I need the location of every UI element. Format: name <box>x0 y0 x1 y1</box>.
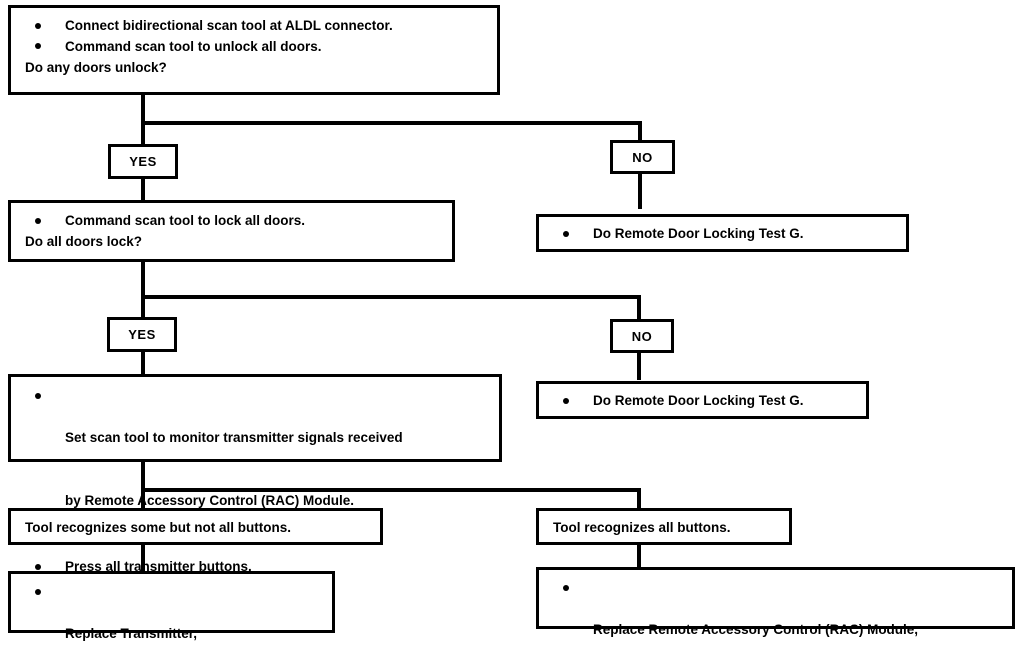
step3-no-box: Do Remote Door Locking Test G. <box>536 381 869 419</box>
connector-to-no-2 <box>637 295 641 320</box>
step1-content: Connect bidirectional scan tool at ALDL … <box>11 8 497 87</box>
outcome-left-condition-content: Tool recognizes some but not all buttons… <box>11 511 380 546</box>
outcome-right-condition-box: Tool recognizes all buttons. <box>536 508 792 545</box>
step3-yes-content: Set scan tool to monitor transmitter sig… <box>11 377 499 586</box>
bullet-icon <box>23 37 65 57</box>
bullet-icon <box>551 578 593 598</box>
bullet-icon <box>23 211 65 231</box>
step2-yes-box: Command scan tool to lock all doors. Do … <box>8 200 455 262</box>
connector-step3-down <box>141 462 145 492</box>
bullet-icon <box>23 557 65 577</box>
decision-no-1[interactable]: NO <box>610 140 675 174</box>
outcome-left-condition-box: Tool recognizes some but not all buttons… <box>8 508 383 545</box>
step1-box: Connect bidirectional scan tool at ALDL … <box>8 5 500 95</box>
connector-split-bar-3 <box>141 488 641 492</box>
outcome-right-action-content: Replace Remote Accessory Control (RAC) M… <box>539 570 1012 670</box>
outcome-left-action-box: Replace Transmitter, see K: Programming … <box>8 571 335 641</box>
outcome-right-action-line-1: Replace Remote Accessory Control (RAC) M… <box>593 621 919 637</box>
step3-no-content: Do Remote Door Locking Test G. <box>539 384 866 420</box>
decision-no-1-label: NO <box>632 149 653 165</box>
step2-no-bullet-1: Do Remote Door Locking Test G. <box>551 224 896 245</box>
step1-bullet-1-text: Connect bidirectional scan tool at ALDL … <box>65 18 393 33</box>
decision-yes-2-label: YES <box>128 327 156 342</box>
decision-yes-1-label: YES <box>129 154 157 169</box>
step1-question: Do any doors unlock? <box>25 59 167 75</box>
connector-no2-down <box>637 352 641 380</box>
step1-bullet-2: Command scan tool to unlock all doors. <box>23 37 487 58</box>
step3-no-bullet-1: Do Remote Door Locking Test G. <box>551 391 856 412</box>
connector-yes1-down <box>141 178 145 205</box>
outcome-right-action-text: Replace Remote Accessory Control (RAC) M… <box>593 578 1002 670</box>
step3-yes-bullet-1-text: Set scan tool to monitor transmitter sig… <box>65 386 489 553</box>
step2-no-bullet-1-text: Do Remote Door Locking Test G. <box>593 226 804 241</box>
step2-yes-content: Command scan tool to lock all doors. Do … <box>11 203 452 261</box>
decision-no-2-label: NO <box>631 328 653 344</box>
connector-outcome-left-down <box>141 544 145 574</box>
bullet-icon <box>551 391 593 411</box>
step3-yes-bullet-2-text: Press all transmitter buttons. <box>65 559 252 575</box>
decision-yes-2[interactable]: YES <box>107 317 177 352</box>
outcome-left-action-bullet: Replace Transmitter, see K: Programming … <box>23 582 322 670</box>
outcome-right-action-box: Replace Remote Accessory Control (RAC) M… <box>536 567 1015 637</box>
connector-split-bar-1 <box>141 121 642 125</box>
connector-split-bar-2 <box>141 295 641 299</box>
step3-yes-line-2: by Remote Accessory Control (RAC) Module… <box>65 492 355 508</box>
step2-yes-bullet-1-text: Command scan tool to lock all doors. <box>65 213 306 228</box>
connector-to-no-1 <box>638 121 642 143</box>
step1-bullet-2-text: Command scan tool to unlock all doors. <box>65 38 322 54</box>
bullet-icon <box>23 16 65 36</box>
step2-no-content: Do Remote Door Locking Test G. <box>539 217 906 253</box>
connector-step2-down <box>141 262 145 295</box>
outcome-left-action-line-1: Replace Transmitter, <box>65 625 198 641</box>
step2-yes-question: Do all doors lock? <box>25 233 143 249</box>
bullet-icon <box>23 386 65 406</box>
step1-bullet-1: Connect bidirectional scan tool at ALDL … <box>23 16 487 37</box>
connector-no1-down <box>638 173 642 209</box>
connector-yes2-down <box>141 351 145 377</box>
step3-yes-bullet-1: Set scan tool to monitor transmitter sig… <box>23 386 489 553</box>
decision-no-2[interactable]: NO <box>610 319 674 353</box>
decision-yes-1[interactable]: YES <box>108 144 178 179</box>
outcome-left-action-content: Replace Transmitter, see K: Programming … <box>11 574 332 670</box>
outcome-right-condition-content: Tool recognizes all buttons. <box>539 511 789 546</box>
connector-step1-down <box>141 95 145 125</box>
outcome-left-action-text: Replace Transmitter, see K: Programming … <box>65 582 322 670</box>
step2-no-box: Do Remote Door Locking Test G. <box>536 214 909 252</box>
outcome-right-condition-text: Tool recognizes all buttons. <box>553 520 731 535</box>
connector-to-yes-1 <box>141 121 145 145</box>
outcome-left-condition-text: Tool recognizes some but not all buttons… <box>25 520 292 535</box>
outcome-right-action-bullet: Replace Remote Accessory Control (RAC) M… <box>551 578 1002 670</box>
step3-yes-bullet-2: Press all transmitter buttons. <box>23 557 489 578</box>
connector-to-yes-2 <box>141 295 145 319</box>
bullet-icon <box>551 224 593 244</box>
connector-to-outcome-left <box>141 488 145 510</box>
step3-yes-box: Set scan tool to monitor transmitter sig… <box>8 374 502 574</box>
bullet-icon <box>23 582 65 602</box>
connector-outcome-right-down <box>637 544 641 570</box>
connector-to-outcome-right <box>637 488 641 510</box>
step3-yes-line-1: Set scan tool to monitor transmitter sig… <box>65 429 403 445</box>
step3-no-bullet-1-text: Do Remote Door Locking Test G. <box>593 393 804 408</box>
step2-yes-bullet-1: Command scan tool to lock all doors. <box>23 211 442 232</box>
